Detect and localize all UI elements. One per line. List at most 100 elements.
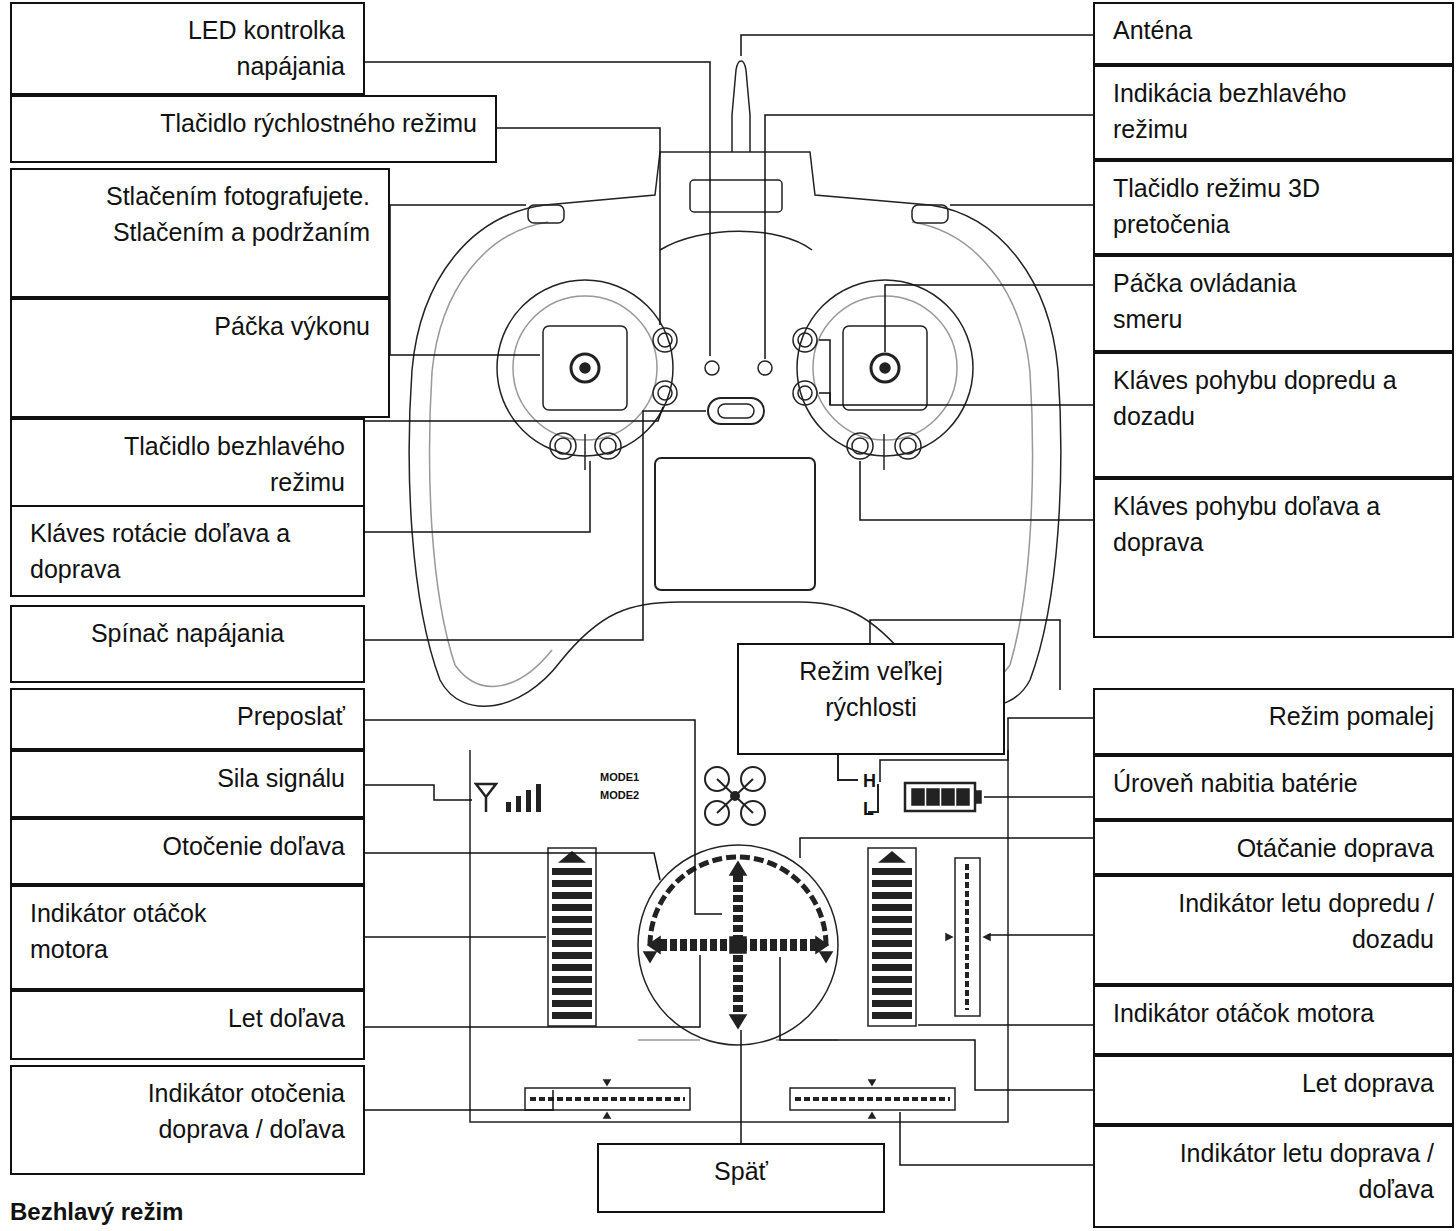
callout-text: Späť [617,1153,865,1189]
callout-box: Tlačidlo rýchlostného režimu [10,95,497,163]
stick-knob [580,363,590,373]
callout-text: Indikátor otáčok motora [1113,995,1413,1031]
callout-text: Let doľava [30,1000,345,1036]
callout-text: Preposlať [30,698,345,734]
cross-center [730,937,746,953]
callout-text: Úroveň nabitia batérie [1113,765,1413,801]
callout-text: Tlačidlo bezhlavého režimu [65,428,345,500]
callout-box: Kláves pohybu doľava a doprava [1093,478,1454,638]
lcd-label: MODE1 [600,771,639,783]
antenna [732,61,750,152]
callout-box: Anténa [1093,2,1454,65]
callout-text: Let doprava [1114,1065,1434,1101]
callout-box: Režim pomalej [1093,688,1454,755]
antenna-base [690,180,782,212]
stick-knob [871,354,899,382]
callout-text: Otáčanie doprava [1114,830,1434,866]
callout-box: Spínač napájania [10,605,365,683]
motor-bar-segments [552,868,912,1019]
stick-housing [497,280,673,456]
callout-text: Indikácia bezhlavého režimu [1113,75,1413,147]
pitch-indicator-marks [946,934,990,940]
callout-text: Páčka ovládania smeru [1113,265,1363,337]
drone-icon [705,767,765,825]
signal-bars [506,784,541,812]
callout-box: Indikátor letu dopredu / dozadu [1093,875,1454,985]
callout-text: Tlačidlo rýchlostného režimu [30,105,477,141]
callout-text: Kláves pohybu doľava a doprava [1113,488,1433,560]
cross-arrows [648,862,828,1028]
callout-text: LED kontrolka napájania [95,12,345,84]
callout-text: Stlačením fotografujete. Stlačením a pod… [70,178,370,250]
power-switch-slider [718,404,754,418]
callout-text: Otočenie doľava [30,828,345,864]
roll-indicator-scale [795,1097,950,1101]
power-switch [708,398,764,424]
callout-box: Let doprava [1093,1055,1454,1125]
led [705,361,719,375]
lcd-label: L [863,799,874,820]
callout-text: Indikátor letu doprava / doľava [1134,1135,1434,1207]
top-vent [660,231,812,250]
callout-text: Indikátor otáčok motora [30,895,280,967]
callout-box: Preposlať [10,688,365,750]
callout-box: LED kontrolka napájania [10,2,365,95]
callout-box: Indikácia bezhlavého režimu [1093,65,1454,160]
callout-text: Tlačidlo režimu 3D pretočenia [1113,170,1413,242]
yaw-indicator [525,1088,690,1110]
callout-box: Otáčanie doprava [1093,820,1454,875]
lcd-label: H [863,771,876,792]
callout-text: Spínač napájania [30,615,345,651]
stick-knob [880,363,890,373]
callout-box: Kláves rotácie doľava a doprava [10,505,365,597]
callout-box: Let doľava [10,990,365,1060]
callout-box: Indikátor otáčok motora [1093,985,1454,1055]
callout-box: Indikátor letu doprava / doľava [1093,1125,1454,1228]
section-heading: Bezhlavý režim [10,1198,183,1226]
stick-gate [543,326,627,410]
callout-text: Kláves pohybu dopredu a dozadu [1113,362,1413,434]
yaw-indicator-marks [604,1080,610,1118]
controller-inner-contour [430,222,1033,665]
callout-box: Sila signálu [10,750,365,818]
callout-text: Režim pomalej [1114,698,1434,734]
leader-lines [365,35,1093,1165]
callout-box: Indikátor otočenia doprava / doľava [10,1065,365,1175]
callout-box: Späť [597,1143,885,1213]
pitch-indicator-scale [965,864,969,1010]
callout-text: Páčka výkonu [40,308,370,344]
pitch-indicator [955,858,980,1016]
buttons [550,328,921,470]
callout-text: Sila signálu [30,760,345,796]
callout-text: Kláves rotácie doľava a doprava [30,515,330,587]
motor-bar [868,848,916,1026]
callout-box: Otočenie doľava [10,818,365,885]
callout-box: Tlačidlo režimu 3D pretočenia [1093,160,1454,255]
callout-box: Úroveň nabitia batérie [1093,755,1454,820]
battery-icon [905,783,981,811]
roll-indicator-marks [869,1080,875,1118]
callout-box: Stlačením fotografujete. Stlačením a pod… [10,168,390,298]
callout-box: Páčka ovládania smeru [1093,255,1454,352]
callout-box: Indikátor otáčok motora [10,885,365,990]
callout-text: Režim veľkej rýchlosti [771,653,971,725]
callout-text: Anténa [1113,12,1433,48]
callout-box: Režim veľkej rýchlosti [737,643,1005,755]
lcd-screen [655,458,815,590]
roll-indicator [790,1088,955,1110]
led [758,361,772,375]
attitude-circle [638,845,838,1045]
motor-bar [548,848,596,1026]
lcd-label: MODE2 [600,789,639,801]
callout-text: Indikátor letu dopredu / dozadu [1154,885,1434,957]
callout-box: Tlačidlo bezhlavého režimu [10,418,365,508]
stick-knob [571,354,599,382]
stick-housing [513,296,657,440]
shoulder-button [912,205,948,223]
signal-icon [476,784,496,812]
controller-body [409,152,1061,706]
lcd-panel-outline [470,750,1008,1122]
callout-box: Kláves pohybu dopredu a dozadu [1093,352,1454,478]
callout-text: Indikátor otočenia doprava / doľava [105,1075,345,1147]
shoulder-button [528,205,564,223]
